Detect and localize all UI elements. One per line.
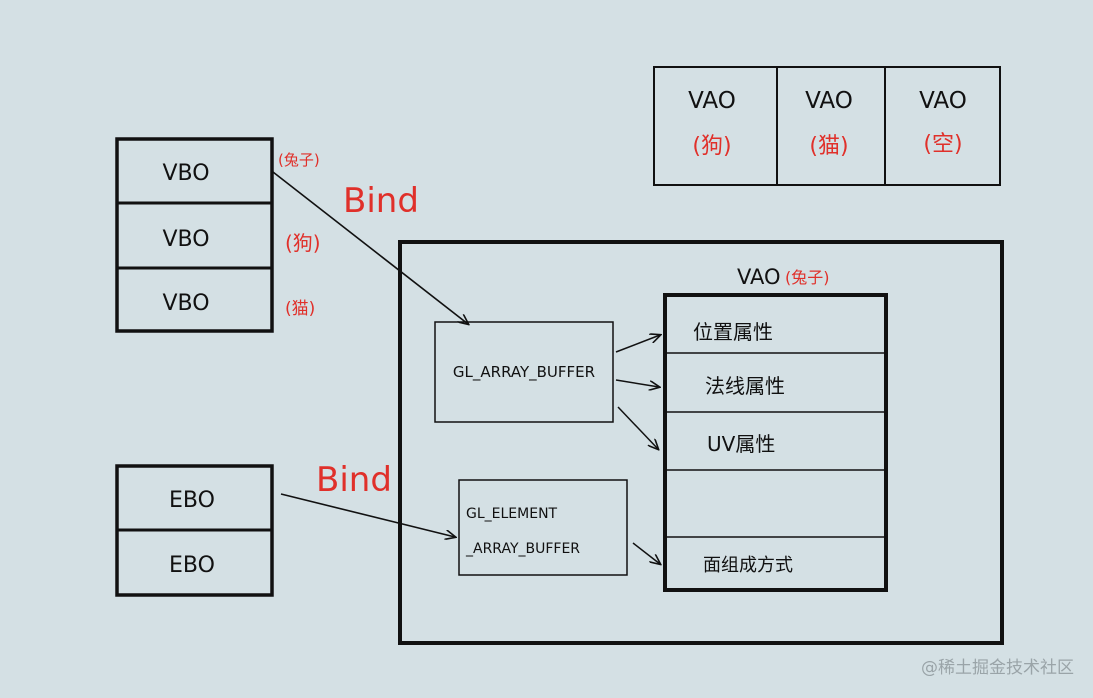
vao-cell-label: VAO [919,88,967,114]
vao-container: VAO (兔子) GL_ARRAY_BUFFER GL_ELEMENT _ARR… [398,240,1004,645]
vbo-bind-arrow [272,171,468,324]
attribute-row-label: UV属性 [707,432,775,456]
array-to-normal-arrow [615,379,659,387]
attribute-row-label: 位置属性 [693,320,773,344]
ebo-cell-label: EBO [169,488,215,513]
ebo-stack: EBO EBO [115,464,274,597]
array-buffer-box [434,321,614,423]
array-buffer-label: GL_ARRAY_BUFFER [453,363,595,382]
element-buffer-box [458,479,628,576]
ebo-bind-label: Bind [316,460,392,500]
element-buffer-label-line2: _ARRAY_BUFFER [465,541,580,557]
vao-container-border [398,240,1004,645]
vbo-tag: (兔子) [278,151,320,169]
element-buffer-label-line1: GL_ELEMENT [466,506,558,522]
vao-container-title-tag: (兔子) [785,268,830,287]
vao-row-border [653,66,1001,186]
ebo-bind-arrow [280,493,455,537]
vbo-tag: (猫) [285,299,315,319]
vao-cell-label: VAO [805,88,853,114]
ebo-cell-label: EBO [169,553,215,578]
watermark: @稀土掘金技术社区 [921,658,1074,678]
vao-container-title: VAO [737,265,781,289]
array-to-position-arrow [615,335,660,353]
attribute-row-label: 面组成方式 [703,555,793,576]
element-to-face-arrow [632,542,660,564]
vao-cell-tag: (猫) [809,134,848,159]
vao-cell-tag: (狗) [692,134,731,159]
vao-cell-label: VAO [688,88,736,114]
vbo-bind-label: Bind [343,181,419,221]
vbo-tag: (狗) [285,231,321,255]
vao-row: VAO (狗) VAO (猫) VAO (空) [653,66,1001,186]
vbo-stack: VBO VBO VBO (兔子) (狗) (猫) [115,137,321,333]
vbo-cell-label: VBO [162,291,209,316]
vao-cell-tag: (空) [923,132,962,157]
vbo-stack-border [115,137,274,333]
array-to-uv-arrow [617,406,658,449]
vbo-cell-label: VBO [162,227,209,252]
attribute-row-label: 法线属性 [705,374,785,398]
attribute-table-border [663,293,888,592]
vbo-cell-label: VBO [162,161,209,186]
